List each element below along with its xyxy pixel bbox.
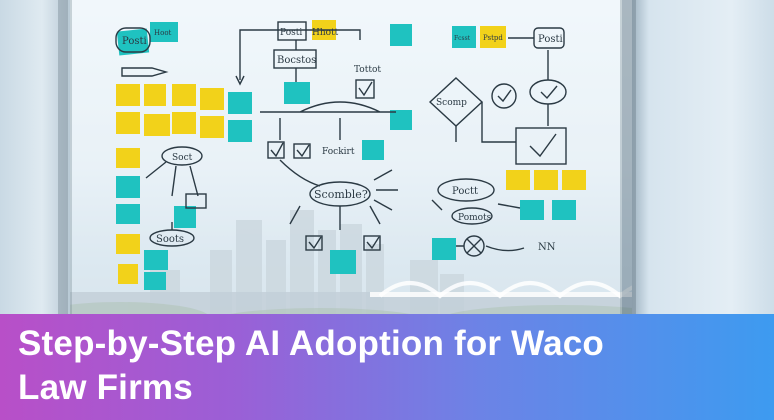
label-posti-right: Posti xyxy=(538,34,563,45)
whiteboard-diagram: Posti Hoot Posti Hhott Bocstos Tottot Fc… xyxy=(115,20,586,290)
label-scomble: Scomble? xyxy=(314,188,368,201)
page-title: Step-by-Step AI Adoption for Waco Law Fi… xyxy=(18,322,758,410)
title-line-2: Law Firms xyxy=(18,368,193,407)
label-scomp: Scomp xyxy=(436,98,467,108)
label-poctt: Poctt xyxy=(452,186,478,197)
title-line-1: Step-by-Step AI Adoption for Waco xyxy=(18,324,604,363)
label-hoot: Hoot xyxy=(154,29,172,37)
sticky-notes xyxy=(116,20,586,290)
label-fcsst: Fcsst xyxy=(454,35,471,42)
label-soct: Soct xyxy=(172,153,193,163)
handwritten-labels: Posti Hoot Posti Hhott Bocstos Tottot Fc… xyxy=(122,28,563,253)
label-fockirt: Fockirt xyxy=(322,147,355,157)
label-posti-center: Posti xyxy=(280,28,302,38)
title-banner xyxy=(0,314,774,420)
label-posti-top-left: Posti xyxy=(122,36,147,47)
label-tottot: Tottot xyxy=(354,65,381,75)
label-pstpd: Pstpd xyxy=(483,34,503,42)
window-mullion-left xyxy=(58,0,68,420)
label-hhott: Hhott xyxy=(312,28,339,38)
label-soots: Soots xyxy=(156,234,184,245)
label-nn: NN xyxy=(538,242,556,253)
label-pomots: Pomots xyxy=(458,213,492,223)
marker-lines xyxy=(115,21,567,257)
label-bocstos: Bocstos xyxy=(277,55,316,66)
